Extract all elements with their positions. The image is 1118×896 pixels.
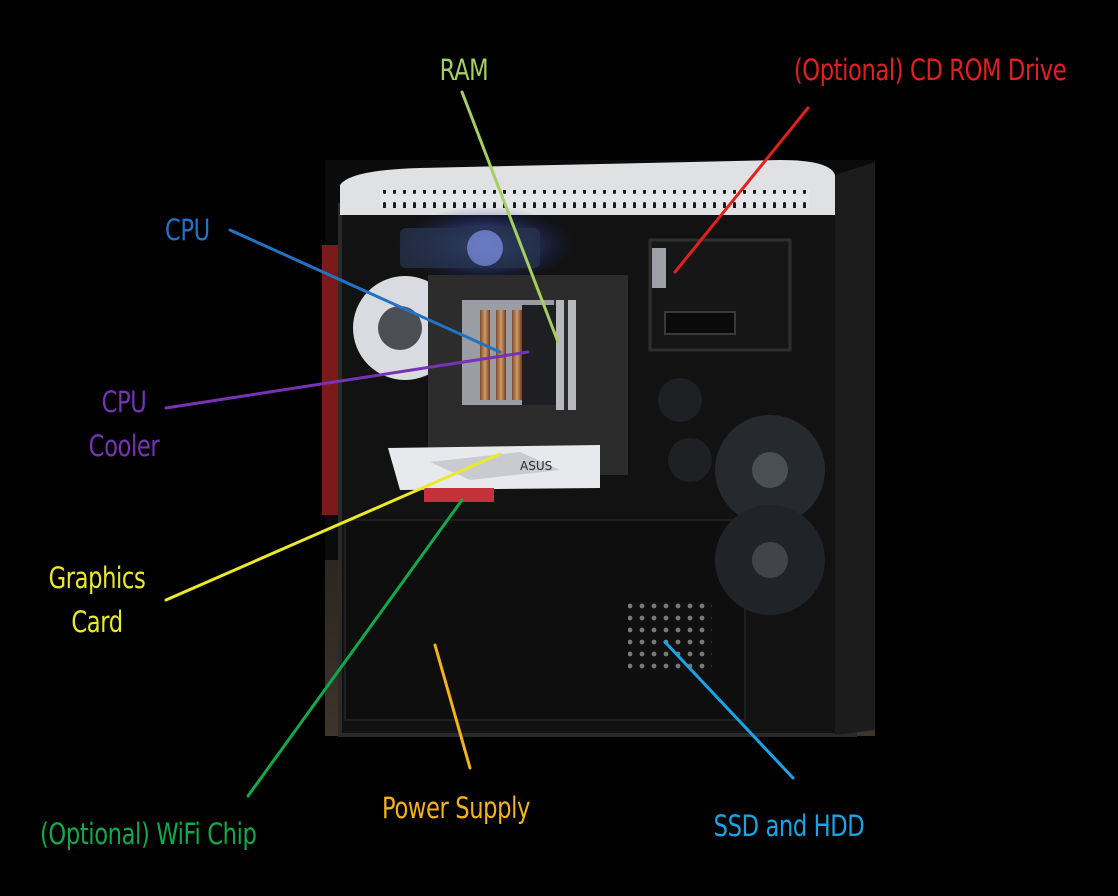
cpu-cooler-label-line: Cooler (88, 429, 160, 463)
ssd-hdd-pointer-line (663, 640, 795, 780)
ssd-hdd-label: SSD and HDD (633, 804, 945, 848)
cpu-cooler-pointer-line (164, 350, 530, 410)
power-supply-label-line: Power Supply (381, 791, 530, 825)
top-panel-vents (380, 190, 810, 208)
power-supply-label: Power Supply (300, 786, 612, 830)
drive-bay (652, 248, 666, 288)
graphics-card-label-line: Graphics (48, 561, 146, 595)
mid-fan (658, 378, 702, 422)
top-fan-hub (467, 230, 503, 266)
graphics-card-accent (430, 452, 560, 480)
front-fan-hub (752, 542, 788, 578)
wifi-chip-label: (Optional) WiFi Chip (40, 812, 257, 856)
red-edge-panel (322, 245, 340, 515)
cd-rom-label: (Optional) CD ROM Drive (793, 48, 1067, 92)
power-supply-pointer-line (433, 643, 472, 770)
front-fan-hub (752, 452, 788, 488)
rear-fan-hub (378, 306, 422, 350)
ram-label: RAM (308, 48, 620, 92)
cd-rom-pointer-line (673, 106, 810, 274)
cpu-cooler-label-line: CPU (101, 385, 147, 419)
cpu-label-line: CPU (165, 213, 210, 247)
graphics-card-pointer-line (164, 452, 502, 602)
front-panel (835, 162, 875, 735)
graphics-card-label-line: Card (71, 605, 123, 639)
ram-stick (556, 300, 564, 410)
wifi-chip-pointer-line (246, 498, 464, 798)
ram-pointer-line (460, 90, 560, 344)
ram-stick (568, 300, 576, 410)
pointer-lines (164, 90, 810, 798)
cpu-pointer-line (228, 228, 502, 354)
cd-rom-label-line: (Optional) CD ROM Drive (793, 53, 1067, 87)
ram-label-line: RAM (439, 53, 489, 87)
cooler-pipe (480, 310, 490, 400)
cooler-fan (522, 305, 562, 405)
cpu-cooler-label: CPU Cooler (0, 380, 280, 468)
ssd-hdd-label-line: SSD and HDD (713, 809, 865, 843)
wifi-chip-label-line: (Optional) WiFi Chip (40, 817, 257, 851)
pc-case-photo: ASUS (322, 160, 875, 737)
wifi-card (424, 488, 494, 502)
psu-mesh (628, 602, 712, 672)
gpu-brand-mark: ASUS (520, 459, 552, 473)
drive-bay-slot (664, 311, 736, 335)
cpu-label: CPU (165, 208, 210, 252)
mid-fan (668, 438, 712, 482)
